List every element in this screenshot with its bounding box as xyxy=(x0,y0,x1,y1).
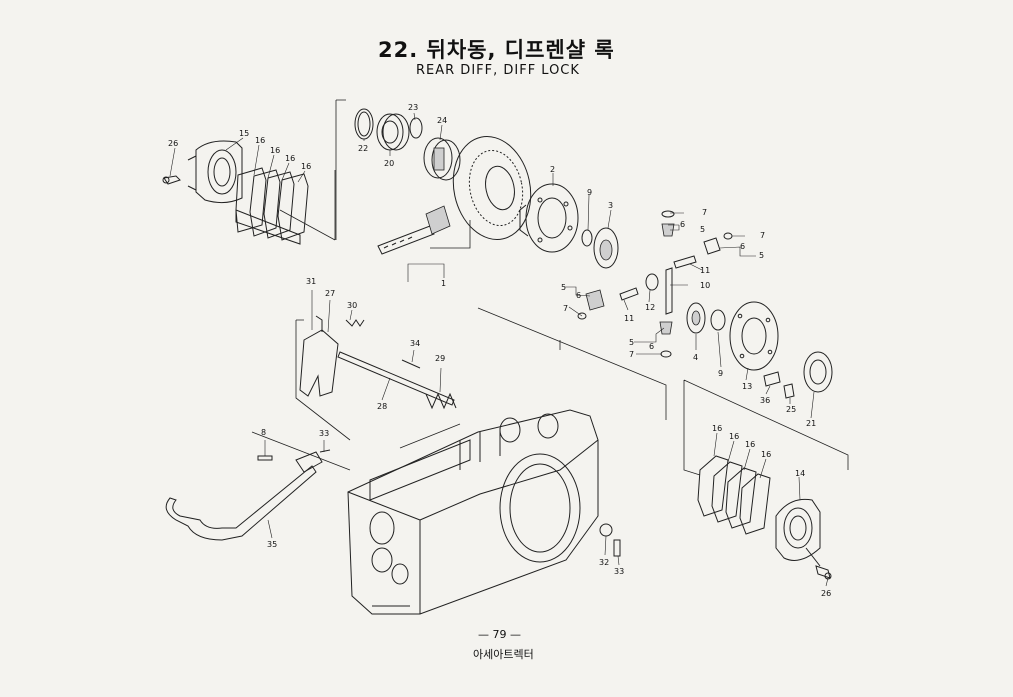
transmission-case xyxy=(347,409,599,615)
page-subtitle: REAR DIFF, DIFF LOCK xyxy=(416,63,580,78)
leader-lines xyxy=(169,112,829,587)
callout-29: 29 xyxy=(435,354,445,363)
callout-10: 10 xyxy=(700,281,710,290)
bolt-8-and-pin-33 xyxy=(257,449,621,557)
callout-26-a: 26 xyxy=(168,139,178,148)
ring-gear-1 xyxy=(452,136,532,240)
callout-25: 25 xyxy=(786,405,796,414)
diff-case-2 xyxy=(519,183,579,253)
bearing-20 xyxy=(376,113,410,151)
callout-16-b: 16 xyxy=(270,146,280,155)
callout-2: 2 xyxy=(550,165,555,174)
callout-24: 24 xyxy=(437,116,447,125)
bolt-26-right xyxy=(815,565,832,580)
callout-33-b: 33 xyxy=(614,567,624,576)
callout-14: 14 xyxy=(795,469,805,478)
callout-7-a: 7 xyxy=(702,208,707,217)
bolt-26-left xyxy=(162,175,181,185)
callout-21: 21 xyxy=(806,419,816,428)
callout-1: 1 xyxy=(441,279,446,288)
side-gear-4 xyxy=(686,302,706,334)
shift-fork-27 xyxy=(299,315,339,397)
oil-seal-21 xyxy=(803,351,833,393)
page-number: — 79 — xyxy=(478,628,521,641)
callout-5-a: 5 xyxy=(700,225,705,234)
callout-6-d: 6 xyxy=(649,342,654,351)
callout-7-d: 7 xyxy=(629,350,634,359)
spline-coupling-24 xyxy=(423,137,461,181)
cross-pin-10-11 xyxy=(619,255,697,315)
callout-9-b: 9 xyxy=(718,369,723,378)
callout-11-a: 11 xyxy=(700,266,710,275)
brake-housing-left-15 xyxy=(187,140,243,204)
pinion-shaft-1 xyxy=(377,205,451,255)
callout-7-c: 7 xyxy=(563,304,568,313)
callout-16-c: 16 xyxy=(285,154,295,163)
group-outline-bearing-bevel xyxy=(335,99,471,249)
callout-7-b: 7 xyxy=(760,231,765,240)
diff-lock-pedal-35 xyxy=(165,451,323,541)
callout-27: 27 xyxy=(325,289,335,298)
callout-labels: 1 2 3 4 5 5 5 5 6 6 6 6 7 7 7 7 8 9 9 10… xyxy=(168,103,831,598)
callout-23: 23 xyxy=(408,103,418,112)
callout-6-a: 6 xyxy=(680,220,685,229)
callout-16-g: 16 xyxy=(745,440,755,449)
lock-plate-36-bolt-25 xyxy=(763,371,795,399)
spring-29 xyxy=(425,392,457,410)
callout-16-e: 16 xyxy=(712,424,722,433)
callout-11-b: 11 xyxy=(624,314,634,323)
callout-28: 28 xyxy=(377,402,387,411)
callout-35: 35 xyxy=(267,540,277,549)
callout-16-a: 16 xyxy=(255,136,265,145)
thrust-washer-9-lower xyxy=(710,309,726,331)
snap-ring-22 xyxy=(354,108,374,140)
group-outline-center xyxy=(477,307,667,420)
callout-5-c: 5 xyxy=(561,283,566,292)
group-outline-diff-lock xyxy=(295,319,351,441)
brake-housing-right-14 xyxy=(775,498,821,567)
snap-ring-23 xyxy=(409,117,423,139)
callout-13: 13 xyxy=(742,382,752,391)
publisher-name: 아세아트렉터 xyxy=(473,648,534,661)
thrust-washer-9-upper xyxy=(581,229,593,247)
callout-16-d: 16 xyxy=(301,162,311,171)
callout-5-b: 5 xyxy=(759,251,764,260)
side-gear-3 xyxy=(593,227,619,269)
callout-22: 22 xyxy=(358,144,368,153)
callout-15: 15 xyxy=(239,129,249,138)
callout-9-a: 9 xyxy=(587,188,592,197)
callout-33-a: 33 xyxy=(319,429,329,438)
group-outline-pedal xyxy=(251,423,461,471)
callout-3: 3 xyxy=(608,201,613,210)
callout-4: 4 xyxy=(693,353,698,362)
callout-26-b: 26 xyxy=(821,589,831,598)
callout-31: 31 xyxy=(306,277,316,286)
callout-6-c: 6 xyxy=(576,291,581,300)
callout-16-h: 16 xyxy=(761,450,771,459)
brake-discs-right-16 xyxy=(697,455,771,535)
callout-8: 8 xyxy=(261,428,266,437)
callout-20: 20 xyxy=(384,159,394,168)
callout-36: 36 xyxy=(760,396,770,405)
brake-discs-left-16 xyxy=(235,167,309,245)
page-title: 22. 뒤차동, 디프렌샬 록 xyxy=(378,38,615,62)
washer-32 xyxy=(599,523,613,537)
callout-30: 30 xyxy=(347,301,357,310)
callout-16-f: 16 xyxy=(729,432,739,441)
diff-lock-shaft-28 xyxy=(337,351,455,406)
callout-12: 12 xyxy=(645,303,655,312)
group-outline-right-brake xyxy=(683,379,849,476)
callout-5-d: 5 xyxy=(629,338,634,347)
diff-cover-13 xyxy=(729,301,779,371)
callout-6-b: 6 xyxy=(740,242,745,251)
group-outline-left-brake xyxy=(279,170,336,241)
callout-32: 32 xyxy=(599,558,609,567)
spring-30-and-pin-34 xyxy=(345,319,421,369)
callout-34: 34 xyxy=(410,339,420,348)
